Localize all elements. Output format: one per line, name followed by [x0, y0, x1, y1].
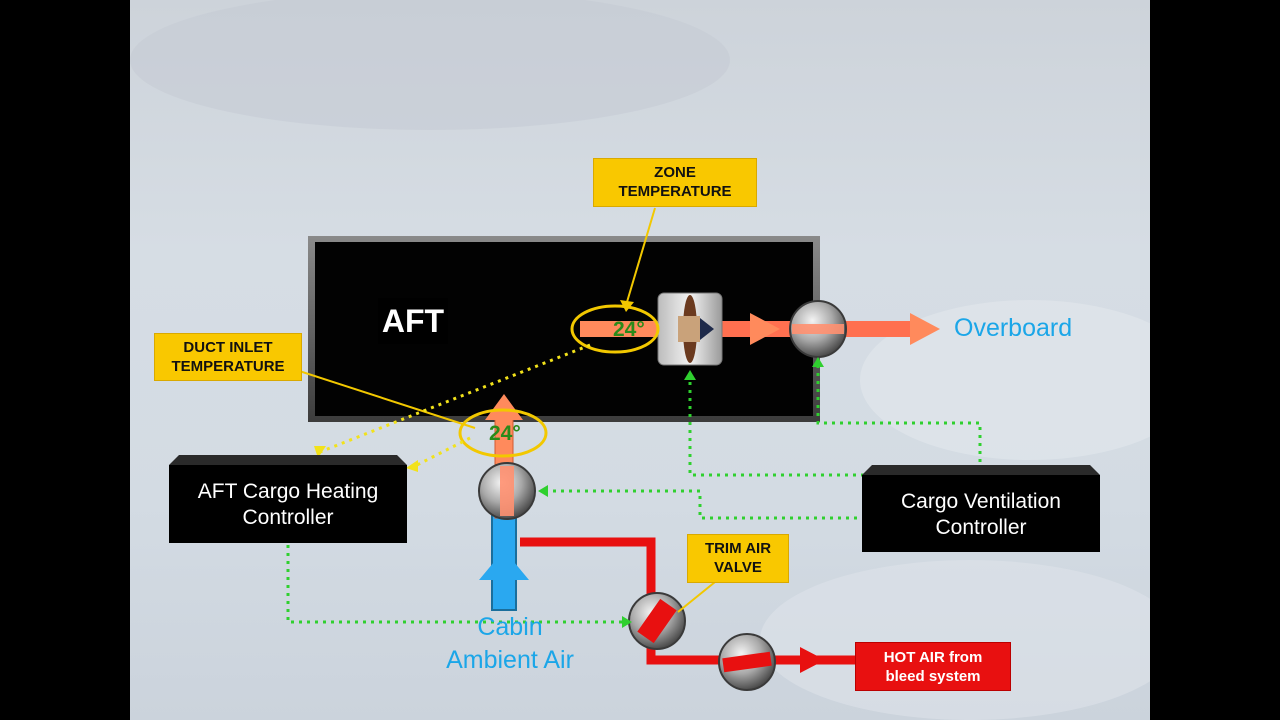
cargo-ventilation-controller: Cargo Ventilation Controller [862, 475, 1100, 552]
hot-air-source: HOT AIR from bleed system [855, 642, 1011, 691]
callout-line: VALVE [714, 559, 762, 576]
fan-nose [700, 318, 714, 340]
outflow-valve [789, 300, 847, 358]
aft-compartment-label: AFT [378, 298, 448, 344]
trim-callout-leader [677, 581, 716, 613]
callout-line: TEMPERATURE [171, 358, 285, 375]
hot-air-line-text: bleed system [885, 668, 981, 685]
aft-cargo-heating-controller: AFT Cargo Heating Controller [169, 465, 407, 543]
background-cloud [760, 560, 1150, 720]
cabin-ambient-air-label: Cabin Ambient Air [425, 611, 595, 677]
inlet-valve-control-line [548, 489, 865, 520]
inlet-valve-control-arrow [538, 485, 548, 497]
zone-airflow [580, 321, 660, 337]
inlet-arrowhead [485, 394, 523, 420]
trim-air-valve [628, 592, 686, 650]
duct-callout-leader [289, 367, 476, 429]
callout-line: ZONE [654, 164, 696, 181]
zone-callout-leader [626, 207, 656, 303]
controller-line: Cargo Ventilation [901, 490, 1061, 513]
overboard-arrowhead [910, 313, 940, 345]
hot-air-valve [718, 633, 776, 691]
duct-temp-signal-arrow [406, 460, 418, 472]
inlet-valve [478, 462, 536, 520]
duct-inlet-temperature-callout: DUCT INLET TEMPERATURE [154, 333, 302, 381]
heating-control-line [286, 545, 622, 624]
outflow-valve-control-arrow [812, 357, 824, 367]
heating-control-arrow [622, 616, 632, 628]
zone-temp-sensor [570, 304, 660, 354]
controller-line: Controller [935, 516, 1027, 539]
outflow-valve-control-line [816, 365, 982, 462]
zone-temp-reading: 24° [613, 318, 645, 341]
background-cloud [130, 0, 730, 130]
callout-line: DUCT INLET [183, 339, 273, 356]
background-cloud [860, 300, 1150, 460]
zone-temperature-callout: ZONE TEMPERATURE [593, 158, 757, 207]
fan-control-arrow [684, 370, 696, 380]
callout-line: TRIM AIR [704, 540, 772, 557]
zone-temp-signal [319, 343, 591, 454]
trim-air-valve-callout: TRIM AIR VALVE [687, 534, 789, 583]
callout-line: TEMPERATURE [618, 183, 732, 200]
diagram-stage: AFT 24° 24° ZONE TEMPERATURE DUCT INLET … [130, 0, 1150, 720]
duct-temp-reading: 24° [489, 422, 521, 445]
hot-air-line-text: HOT AIR from [883, 649, 983, 666]
cabin-air-line: Cabin [477, 613, 543, 641]
controller-line: Controller [242, 506, 334, 529]
zone-callout-pointer [620, 300, 634, 312]
cabin-air-line: Ambient Air [446, 646, 574, 674]
controller-line: AFT Cargo Heating [197, 480, 379, 503]
overboard-label: Overboard [954, 314, 1073, 342]
hot-air-arrowhead [800, 647, 825, 673]
duct-temp-signal [414, 436, 471, 468]
fan-hub [678, 316, 700, 342]
cabin-air-arrowhead [479, 550, 529, 580]
duct-temp-sensor [458, 408, 548, 458]
outflow-arrowhead-1 [750, 313, 780, 345]
